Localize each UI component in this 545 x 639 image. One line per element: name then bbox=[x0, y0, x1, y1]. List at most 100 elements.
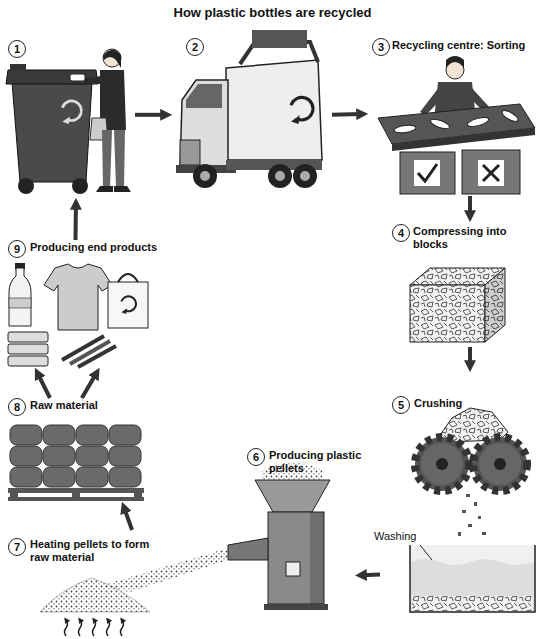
pellet-machine bbox=[255, 480, 330, 512]
collection-truck bbox=[275, 171, 285, 181]
person bbox=[114, 186, 131, 192]
sorting-bins bbox=[400, 152, 455, 194]
collection-truck bbox=[268, 164, 292, 188]
crusher bbox=[478, 516, 481, 519]
recycling-bin bbox=[18, 178, 34, 194]
step-caption: Recycling centre: Sorting bbox=[392, 39, 542, 52]
material-pallet bbox=[76, 425, 108, 445]
sorting-bins bbox=[483, 165, 499, 181]
sorting-bins bbox=[478, 160, 504, 186]
crusher bbox=[474, 502, 477, 506]
sorting-bins bbox=[414, 160, 440, 186]
flow-arrow bbox=[468, 196, 472, 215]
end-products bbox=[118, 274, 138, 282]
person bbox=[102, 130, 112, 188]
step-number: 5 bbox=[392, 396, 410, 414]
compressed-block bbox=[485, 268, 505, 342]
collection-truck bbox=[252, 30, 307, 48]
conveyor-belt bbox=[466, 116, 489, 128]
heat-arrows bbox=[93, 620, 96, 636]
step-caption: Compressing into blocks bbox=[413, 225, 508, 251]
process-step: 9Producing end products bbox=[5, 240, 155, 368]
material-pallet bbox=[10, 493, 18, 497]
flow-arrow bbox=[468, 347, 472, 365]
step-number: 6 bbox=[247, 448, 265, 466]
person bbox=[70, 74, 85, 81]
material-pallet bbox=[134, 493, 142, 497]
material-pallet bbox=[10, 467, 42, 487]
process-step: 4Compressing into blocks bbox=[392, 222, 540, 347]
heat-arrows bbox=[65, 620, 68, 636]
process-step: 5 Crushing bbox=[380, 372, 540, 622]
pellet-machine bbox=[310, 512, 324, 604]
end-products bbox=[108, 282, 148, 328]
recycling-bin bbox=[10, 64, 26, 71]
pellet-stream bbox=[100, 548, 228, 592]
sorting-worker bbox=[446, 56, 464, 68]
pellet-machine bbox=[286, 562, 300, 576]
step-number: 8 bbox=[8, 398, 26, 416]
pellet-stream bbox=[40, 578, 150, 612]
material-pallet bbox=[76, 467, 108, 487]
step-caption: Crushing bbox=[414, 397, 514, 410]
heat-arrows bbox=[79, 620, 82, 636]
sorting-worker bbox=[420, 86, 446, 115]
recycling-bin bbox=[12, 82, 92, 182]
step-number: 9 bbox=[8, 240, 26, 258]
end-products bbox=[8, 356, 48, 366]
recycling-bin bbox=[62, 101, 81, 124]
step-caption: Producing plastic pellets bbox=[269, 449, 364, 475]
material-pallet bbox=[10, 446, 42, 466]
heat-arrows bbox=[121, 620, 124, 636]
material-pallet bbox=[43, 446, 75, 466]
end-products bbox=[121, 296, 136, 314]
process-step: 2 bbox=[172, 38, 332, 198]
crusher bbox=[458, 532, 461, 536]
person bbox=[114, 130, 125, 188]
process-step: 1 bbox=[5, 38, 135, 198]
step-caption: Heating pellets to form raw material bbox=[30, 538, 155, 564]
material-pallet bbox=[8, 425, 144, 501]
crusher bbox=[494, 458, 506, 470]
person bbox=[96, 186, 113, 192]
material-pallet bbox=[8, 488, 144, 493]
material-pallet bbox=[76, 446, 108, 466]
material-pallet bbox=[109, 425, 141, 445]
washing-tank bbox=[411, 559, 534, 611]
collection-truck bbox=[293, 164, 317, 188]
step-number: 2 bbox=[186, 38, 204, 56]
step-caption: Raw material bbox=[30, 399, 140, 412]
crusher bbox=[415, 437, 469, 491]
compressed-block bbox=[485, 268, 505, 342]
person bbox=[84, 76, 102, 84]
material-pallet bbox=[10, 425, 42, 445]
connector-layer bbox=[38, 114, 470, 575]
process-step: 7Heating pellets to form raw material bbox=[5, 530, 215, 630]
crusher bbox=[436, 458, 448, 470]
process-step: 6Producing plastic pellets bbox=[225, 448, 355, 618]
conveyor-belt bbox=[394, 124, 417, 134]
flow-arrow bbox=[74, 205, 78, 240]
crusher bbox=[466, 494, 470, 497]
flow-arrow bbox=[332, 112, 361, 117]
flow-arrow bbox=[135, 113, 165, 117]
pellet-machine bbox=[268, 512, 324, 604]
collection-truck bbox=[291, 97, 313, 124]
collection-truck bbox=[193, 164, 217, 188]
collection-truck bbox=[200, 171, 210, 181]
step-number: 4 bbox=[392, 224, 410, 242]
conveyor-belt bbox=[378, 104, 535, 151]
callout-label: Washing bbox=[374, 530, 416, 542]
collection-truck bbox=[226, 60, 322, 160]
pellet-machine bbox=[228, 538, 268, 560]
heat-arrows bbox=[65, 620, 124, 636]
step-number: 7 bbox=[8, 538, 26, 556]
crusher bbox=[473, 437, 527, 491]
washing-tank bbox=[410, 545, 535, 612]
collection-truck bbox=[180, 140, 200, 165]
material-pallet bbox=[43, 467, 75, 487]
step-number: 3 bbox=[372, 38, 390, 56]
end-products bbox=[8, 263, 148, 367]
crusher bbox=[468, 524, 472, 527]
end-products bbox=[44, 264, 112, 330]
